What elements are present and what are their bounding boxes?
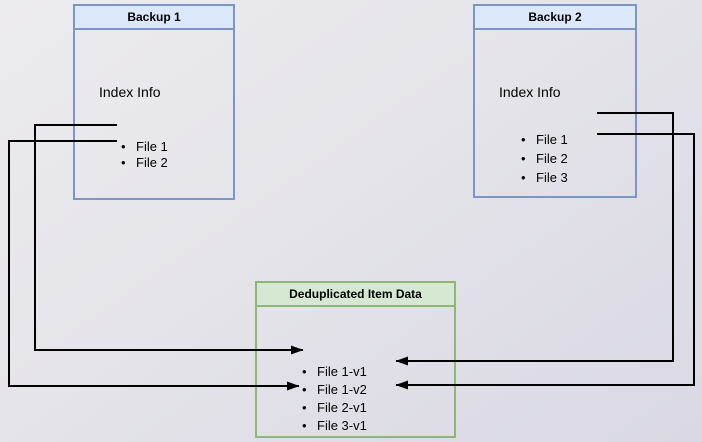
file-label: File 2 [536,151,568,166]
node-backup-1: Backup 1 Index Info • File 1 • File 2 [73,4,235,200]
bullet-icon: • [521,170,526,185]
file-label: File 1 [136,139,168,154]
dedup-file-list: • File 1-v1 • File 1-v2 • File 2-v1 • File 3… [302,363,367,435]
node-backup-1-subtitle: Index Info [99,84,161,100]
backup-1-file-list: • File 1 • File 2 [121,139,168,171]
node-deduplicated-item-data: Deduplicated Item Data • File 1-v1 • File … [255,281,456,438]
node-backup-2: Backup 2 Index Info • File 1 • File 2 • Fil… [473,4,637,198]
list-item: • File 1-v1 [302,363,367,381]
bullet-icon: • [521,151,526,166]
file-label: File 2-v1 [317,400,367,415]
list-item: • File 1 [121,139,168,155]
list-item: • File 1-v2 [302,381,367,399]
list-item: • File 3 [521,168,568,187]
list-item: • File 1 [521,130,568,149]
file-label: File 1-v1 [317,364,367,379]
node-backup-1-title: Backup 1 [75,6,233,30]
bullet-icon: • [521,132,526,147]
list-item: • File 3-v1 [302,417,367,435]
bullet-icon: • [121,155,126,170]
list-item: • File 2 [121,155,168,171]
list-item: • File 2 [521,149,568,168]
bullet-icon: • [302,382,307,397]
list-item: • File 2-v1 [302,399,367,417]
file-label: File 1-v2 [317,382,367,397]
file-label: File 3 [536,170,568,185]
bullet-icon: • [121,139,126,154]
node-backup-2-title: Backup 2 [475,6,635,30]
bullet-icon: • [302,400,307,415]
file-label: File 3-v1 [317,418,367,433]
backup-2-file-list: • File 1 • File 2 • File 3 [521,130,568,187]
file-label: File 2 [136,155,168,170]
node-dedup-title: Deduplicated Item Data [257,283,454,307]
bullet-icon: • [302,418,307,433]
bullet-icon: • [302,364,307,379]
node-backup-2-subtitle: Index Info [499,84,561,100]
file-label: File 1 [536,132,568,147]
